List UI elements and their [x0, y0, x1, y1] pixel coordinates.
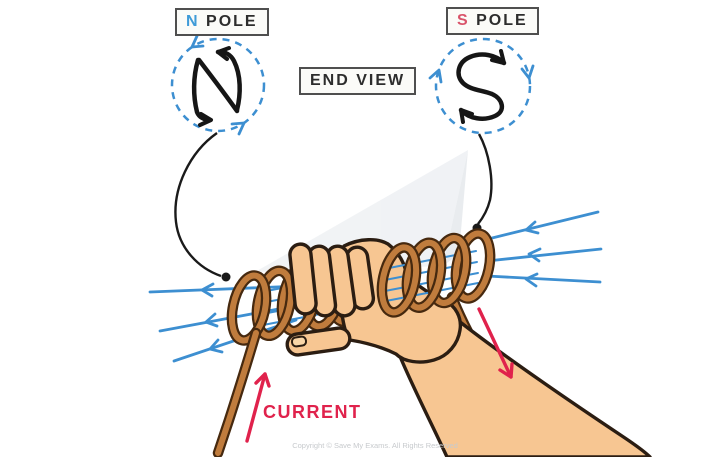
n-pole-label: N POLE: [175, 8, 269, 36]
s-circle-clockwise-arrow-icon: [428, 68, 443, 84]
current-arrowhead-icon: [498, 362, 514, 379]
callout-dot: [221, 272, 231, 282]
current-arrowhead-icon: [254, 372, 271, 388]
field-arrowhead-icon: [208, 338, 224, 354]
n-rotation-glyph: [191, 46, 242, 127]
n-glyph-arrowhead-icon: [216, 46, 231, 61]
field-arrowhead-icon: [524, 272, 539, 288]
s-pole-end-view: [428, 37, 535, 135]
n-end-view-dashed-circle: [170, 37, 266, 133]
n-circle-anticlockwise-arrow-icon: [230, 121, 246, 136]
s-rotation-glyph: [456, 49, 507, 124]
n-glyph-arrowhead-icon: [198, 112, 213, 127]
s-end-view-dashed-circle: [434, 37, 532, 135]
s-glyph-arrowhead-icon: [459, 108, 474, 124]
field-arrowhead-icon: [527, 247, 542, 263]
s-pole-word: POLE: [476, 12, 528, 29]
thumb: [285, 326, 352, 357]
s-pole-callout-line: [472, 133, 493, 233]
field-arrowhead-icon: [200, 282, 215, 298]
n-pole-callout-line: [174, 132, 231, 282]
n-pole-end-view: [170, 34, 266, 136]
coil-right-loops: [376, 228, 496, 318]
field-arrowhead-icon: [524, 220, 540, 235]
field-arrowhead-icon: [204, 312, 219, 328]
s-pole-letter: S: [457, 12, 470, 29]
copyright-text: Copyright © Save My Exams. All Rights Re…: [292, 441, 458, 450]
n-pole-letter: N: [186, 13, 200, 30]
coil-wire-left: [212, 327, 262, 457]
n-pole-word: POLE: [206, 13, 258, 30]
current-arrow-left: [245, 372, 271, 443]
current-label: CURRENT: [263, 402, 362, 422]
n-circle-anticlockwise-arrow-icon: [190, 34, 205, 49]
current-arrow-right: [477, 307, 514, 379]
s-glyph-arrowhead-icon: [490, 49, 506, 65]
end-view-label: END VIEW: [299, 67, 417, 95]
s-circle-clockwise-arrow-icon: [520, 64, 535, 80]
s-pole-label: S POLE: [446, 7, 539, 35]
fingers: [288, 242, 376, 318]
field-lines-right: [482, 210, 603, 288]
thumbnail: [290, 335, 308, 348]
